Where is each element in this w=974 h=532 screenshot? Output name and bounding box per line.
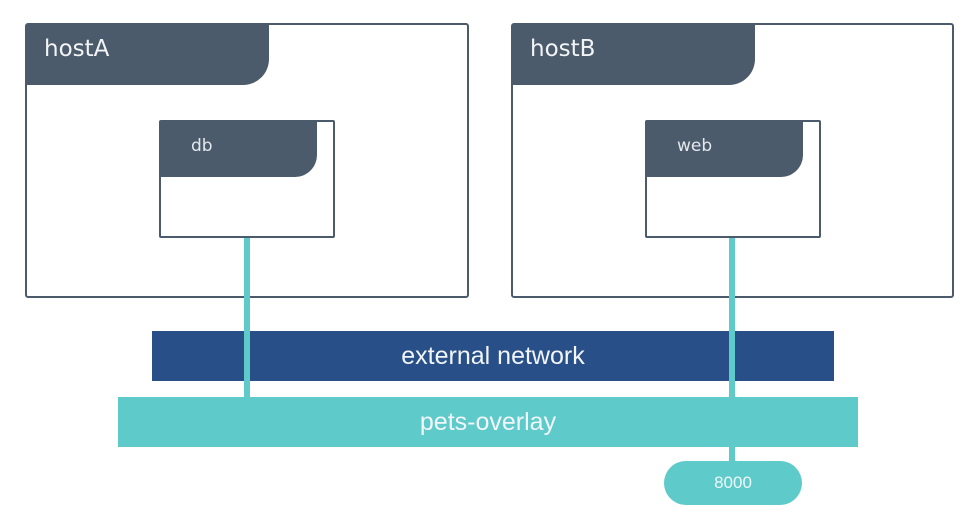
port-pill: 8000 [664, 461, 802, 505]
host-b-tab: hostB [513, 25, 755, 85]
db-container-label: db [191, 136, 213, 156]
web-container-tab: web [647, 122, 803, 177]
web-container: web [645, 120, 821, 238]
port-label: 8000 [714, 473, 752, 492]
external-network-label: external network [401, 341, 585, 370]
web-container-label: web [677, 136, 713, 156]
host-a-label: hostA [44, 36, 110, 62]
external-network-bar: external network [152, 331, 834, 381]
db-overlay-link [244, 238, 250, 397]
pets-overlay-bar: pets-overlay [118, 397, 858, 447]
web-overlay-link [729, 238, 735, 462]
db-container: db [159, 120, 335, 238]
host-a-tab: hostA [27, 25, 269, 85]
host-b-label: hostB [530, 36, 596, 62]
pets-overlay-label: pets-overlay [419, 407, 557, 436]
db-container-tab: db [161, 122, 317, 177]
